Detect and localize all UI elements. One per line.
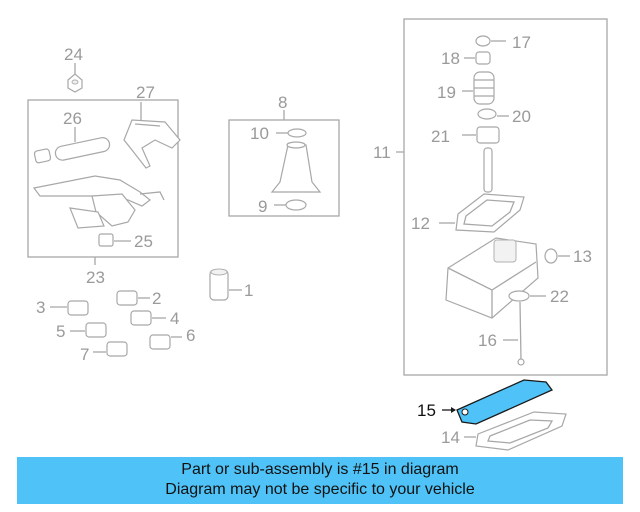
shift-shaft xyxy=(483,147,493,193)
part-label-12[interactable]: 12 xyxy=(411,214,430,233)
part-13-grommet xyxy=(544,248,570,264)
part-label-15[interactable]: 15 xyxy=(417,401,436,420)
part-label-20[interactable]: 20 xyxy=(512,107,531,126)
part-label-24[interactable]: 24 xyxy=(64,45,83,64)
part-19-spring xyxy=(462,71,495,105)
banner-line-2: Diagram may not be specific to your vehi… xyxy=(165,481,475,498)
handbrake-lever xyxy=(32,175,165,229)
part-label-10[interactable]: 10 xyxy=(250,124,269,143)
part-label-18[interactable]: 18 xyxy=(441,49,460,68)
part-label-19[interactable]: 19 xyxy=(437,83,456,102)
part-20-washer xyxy=(477,108,509,120)
banner-line-1: Part or sub-assembly is #15 in diagram xyxy=(181,461,459,478)
part-label-2[interactable]: 2 xyxy=(152,289,161,308)
part-label-22[interactable]: 22 xyxy=(550,287,569,306)
part-label-11[interactable]: 11 xyxy=(373,143,391,162)
group-box-11 xyxy=(403,18,608,376)
part-label-8[interactable]: 8 xyxy=(278,93,287,112)
info-banner: Part or sub-assembly is #15 in diagram D… xyxy=(17,457,623,504)
part-16-rod xyxy=(503,301,525,366)
part-27-boot xyxy=(123,102,181,169)
part-label-14[interactable]: 14 xyxy=(441,428,460,447)
group-box-23 xyxy=(27,99,179,258)
part-26-grip xyxy=(33,127,111,164)
part-14-gasket xyxy=(464,411,567,451)
part-label-23[interactable]: 23 xyxy=(86,268,105,287)
part-18-bushing xyxy=(464,51,491,65)
part-label-1[interactable]: 1 xyxy=(244,281,253,300)
part-label-17[interactable]: 17 xyxy=(512,33,531,52)
part-label-26[interactable]: 26 xyxy=(63,109,82,128)
parts-diagram: 1 2 3 4 5 6 7 8 9 10 11 12 13 14 15 16 1… xyxy=(27,18,608,451)
part-label-7[interactable]: 7 xyxy=(80,345,89,364)
part-22-seal xyxy=(508,290,546,302)
part-1-cylinder xyxy=(209,268,242,301)
part-label-6[interactable]: 6 xyxy=(186,326,195,345)
part-17-cap xyxy=(475,35,506,47)
part-label-27[interactable]: 27 xyxy=(136,83,155,102)
part-label-21[interactable]: 21 xyxy=(431,127,450,146)
shifter-housing xyxy=(445,237,539,319)
part-24-nut xyxy=(67,63,83,93)
part-label-3[interactable]: 3 xyxy=(36,298,45,317)
part-label-25[interactable]: 25 xyxy=(134,232,153,251)
part-label-4[interactable]: 4 xyxy=(170,309,179,328)
part-21-pivot xyxy=(462,126,500,144)
clip-parts xyxy=(50,290,182,357)
part-label-5[interactable]: 5 xyxy=(56,322,65,341)
part-label-16[interactable]: 16 xyxy=(478,331,497,350)
part-12-gasket xyxy=(439,193,525,233)
part-label-9[interactable]: 9 xyxy=(258,197,267,216)
part-8-shift-knob xyxy=(270,110,322,211)
part-25-switch xyxy=(98,233,131,247)
part-label-13[interactable]: 13 xyxy=(573,247,592,266)
part-15-cover-plate xyxy=(442,379,554,425)
